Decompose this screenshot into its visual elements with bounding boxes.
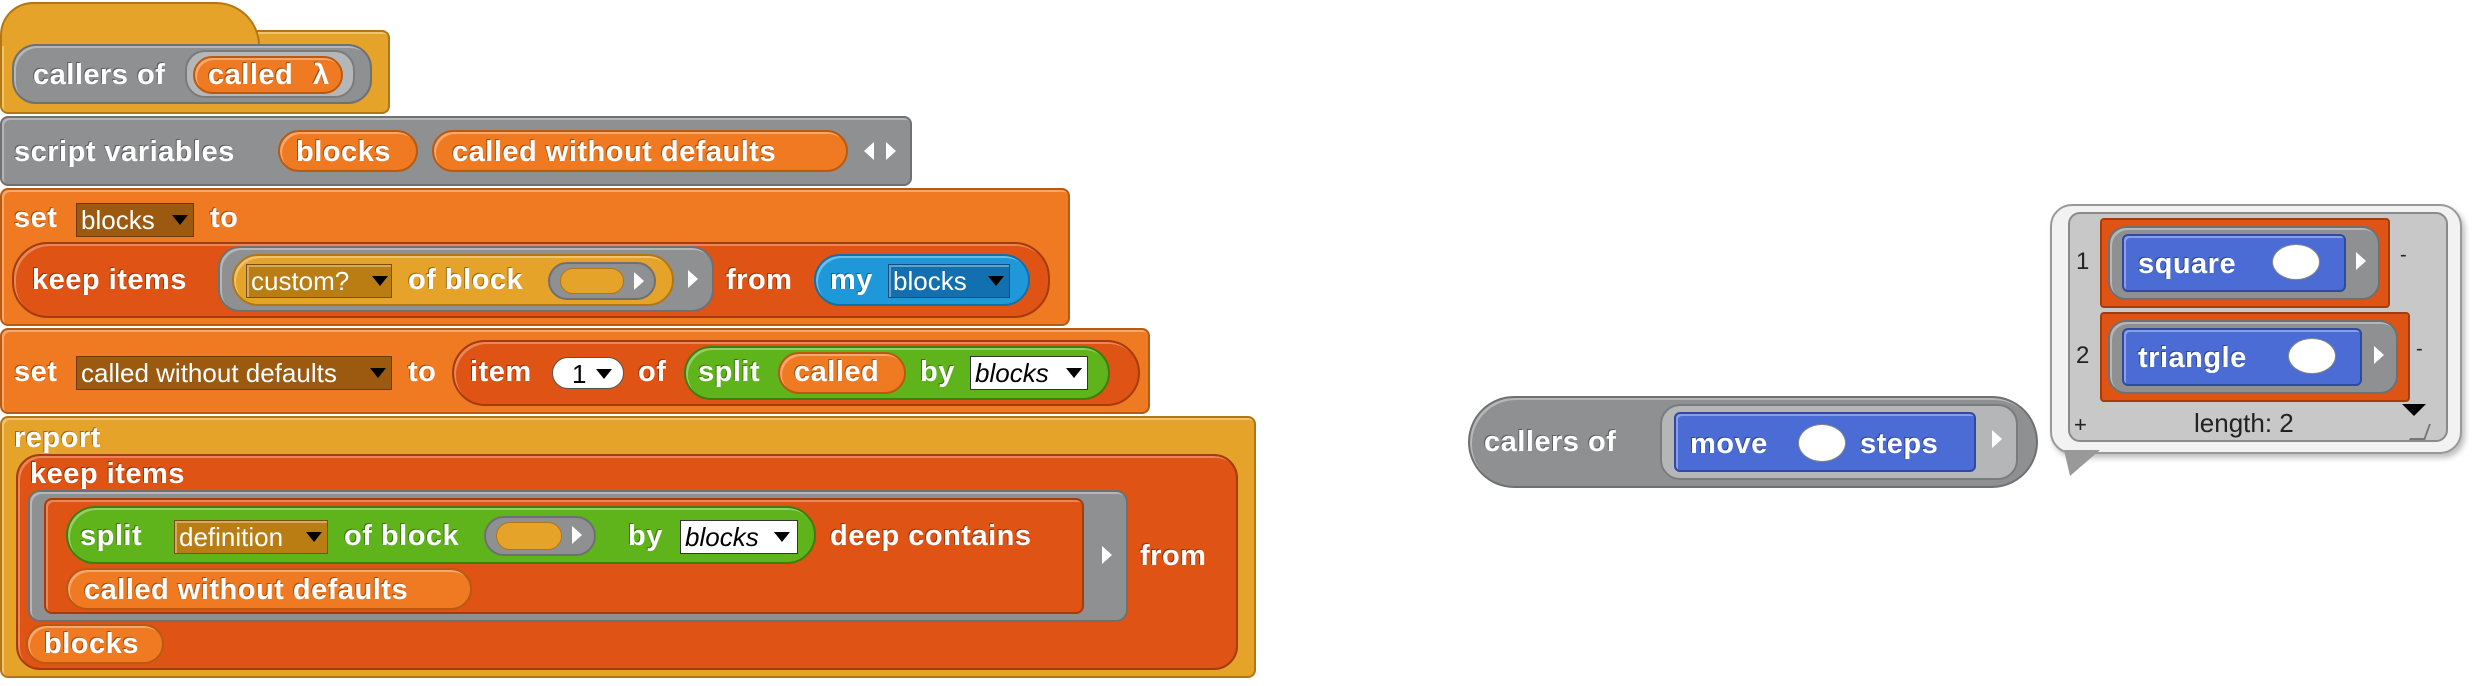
hat-block-cap	[0, 2, 260, 46]
callers-of-label: callers of	[33, 59, 166, 91]
definition-dropdown-value: definition	[179, 522, 284, 552]
triangle-input[interactable]	[2288, 338, 2336, 374]
result-bubble-tail	[2064, 450, 2100, 476]
dropdown-arrow-icon	[306, 532, 322, 542]
definition-dropdown[interactable]: definition	[174, 520, 328, 554]
keep-items-label-1: keep items	[32, 264, 187, 296]
list-add-icon[interactable]: +	[2074, 412, 2087, 437]
report-label: report	[14, 422, 101, 454]
list-remove-1[interactable]: -	[2400, 244, 2407, 266]
split-label-2: split	[80, 520, 143, 552]
contains-arg-label: called without defaults	[84, 574, 409, 606]
var-blocks-label: blocks	[296, 136, 391, 168]
list-length-label: length: 2	[2194, 408, 2294, 438]
set-label-1: set	[14, 202, 58, 234]
by-dropdown-2-value: blocks	[685, 522, 759, 552]
square-label: square	[2138, 248, 2237, 280]
steps-label: steps	[1860, 428, 1939, 460]
called-ring-label: called	[208, 59, 294, 91]
steps-input[interactable]	[1798, 424, 1846, 462]
to-label-1: to	[210, 202, 239, 234]
square-input[interactable]	[2272, 244, 2320, 280]
list-index-2: 2	[2076, 342, 2090, 369]
ring-expand-arrow-icon[interactable]	[688, 270, 698, 288]
dropdown-arrow-icon	[372, 276, 388, 286]
item-index-value: 1	[572, 359, 587, 389]
by-label-1: by	[920, 356, 955, 388]
dropdown-arrow-icon	[774, 532, 790, 542]
dropdown-arrow-icon	[172, 215, 188, 225]
set-var-dropdown-1-value: blocks	[81, 205, 155, 235]
block-ring-hole-2	[496, 522, 562, 550]
dropdown-arrow-icon	[370, 368, 386, 378]
move-label: move	[1690, 428, 1768, 460]
dropdown-arrow-icon	[1066, 368, 1082, 378]
deep-contains-label: deep contains	[830, 520, 1032, 552]
lambda-icon: λ	[313, 59, 330, 91]
item-index-slot[interactable]	[552, 357, 624, 389]
list-index-1: 1	[2076, 248, 2090, 275]
item-label: item	[470, 356, 532, 388]
of-block-label-1: of block	[408, 264, 524, 296]
by-dropdown-1-value: blocks	[975, 358, 1049, 388]
by-dropdown-1[interactable]: blocks	[970, 356, 1088, 390]
ring-arrow-icon[interactable]	[2356, 252, 2366, 270]
list-remove-2[interactable]: -	[2416, 338, 2423, 360]
callers-of-example-label: callers of	[1484, 426, 1617, 458]
ring-arrow-icon[interactable]	[572, 526, 582, 544]
split-var-called-label: called	[794, 356, 880, 388]
from-var-blocks[interactable]	[26, 624, 164, 664]
from-label-1: from	[726, 264, 793, 296]
my-dropdown-value: blocks	[893, 266, 967, 296]
from-label-2: from	[1140, 540, 1207, 572]
split-label-1: split	[698, 356, 761, 388]
var-called-without-defaults[interactable]	[432, 130, 848, 172]
list-collapse-arrow-icon[interactable]	[2402, 404, 2426, 416]
my-label: my	[830, 264, 873, 296]
custom-dropdown[interactable]: custom?	[246, 264, 392, 298]
square-block[interactable]	[2122, 234, 2346, 292]
var-blocks[interactable]	[278, 130, 418, 172]
set-label-2: set	[14, 356, 58, 388]
set-var-dropdown-2-value: called without defaults	[81, 358, 337, 388]
of-block-label-2: of block	[344, 520, 460, 552]
keep-items-label-2: keep items	[30, 458, 185, 490]
block-ring-hole-1	[560, 268, 624, 294]
ring-expand-arrow-icon[interactable]	[1102, 546, 1112, 564]
ring-arrow-icon[interactable]	[1992, 430, 2002, 448]
to-label-2: to	[408, 356, 437, 388]
script-variables-label: script variables	[14, 136, 235, 168]
from-var-blocks-label: blocks	[44, 628, 139, 660]
by-label-2: by	[628, 520, 663, 552]
dropdown-arrow-icon	[988, 276, 1004, 286]
split-var-called[interactable]	[778, 352, 906, 394]
set-var-dropdown-1[interactable]: blocks	[76, 203, 194, 237]
by-dropdown-2[interactable]: blocks	[680, 520, 798, 554]
triangle-label: triangle	[2138, 342, 2247, 374]
var-called-without-defaults-label: called without defaults	[452, 136, 777, 168]
contains-arg-var[interactable]	[66, 568, 472, 610]
dropdown-arrow-icon	[596, 369, 612, 379]
ring-arrow-icon[interactable]	[2374, 346, 2384, 364]
ring-arrow-icon[interactable]	[634, 272, 644, 290]
remove-var-arrow-icon[interactable]	[864, 142, 874, 160]
called-ring-variable[interactable]	[193, 56, 343, 94]
add-var-arrow-icon[interactable]	[886, 142, 896, 160]
custom-dropdown-value: custom?	[251, 266, 350, 296]
set-var-dropdown-2[interactable]: called without defaults	[76, 356, 392, 390]
of-label: of	[638, 356, 667, 388]
